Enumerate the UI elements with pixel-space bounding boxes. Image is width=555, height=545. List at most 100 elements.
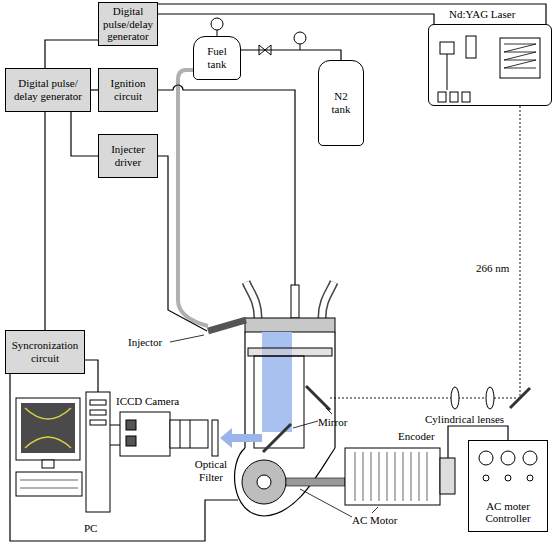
laser-flashlamp (504, 44, 536, 68)
laser-sheet (262, 332, 292, 432)
camera-cable (110, 445, 120, 446)
injector-wire (158, 156, 207, 331)
injector-body (208, 320, 246, 331)
pc-screen (21, 403, 75, 453)
signal-wire (91, 89, 98, 90)
mirror (263, 424, 291, 452)
drive-slot (90, 410, 106, 415)
ac-motor (345, 448, 440, 505)
part-label: Injector (128, 336, 162, 349)
part-label: Optical Filter (188, 458, 234, 483)
intake-port (246, 282, 258, 318)
control-knob (505, 475, 511, 481)
node-text: N2 tank (325, 90, 357, 115)
cylindrical-lens (451, 387, 459, 409)
camera-body (120, 412, 170, 456)
drive-shaft (286, 478, 345, 486)
spark-plug (291, 285, 299, 318)
signal-wire (158, 14, 434, 24)
sync-wire (85, 360, 98, 392)
pc-keyboard (16, 472, 82, 496)
laser-rod (500, 38, 540, 78)
circuit-box: Ignition circuit (98, 68, 158, 112)
fuel-hose (178, 70, 208, 326)
ignition-wire (158, 85, 295, 285)
signal-wire (71, 112, 98, 156)
camera-lens (170, 420, 208, 448)
leader-line (326, 408, 332, 414)
delay-generator: Digital pulse/delay generator (98, 2, 158, 46)
keyboard-keys (20, 480, 78, 481)
node-text: Digital pulse/delay generator (102, 5, 154, 43)
camera-cable (110, 425, 120, 426)
pc-tower (86, 392, 110, 512)
pc-monitor (16, 398, 80, 460)
intake-port (246, 282, 258, 318)
crank-hub (257, 475, 271, 489)
sync-box: Syncronization circuit (5, 330, 85, 374)
leader-line (372, 507, 378, 513)
laser-beam (330, 106, 520, 398)
control-knob (483, 475, 489, 481)
part-label: PC (84, 522, 97, 535)
laser-part (438, 92, 446, 102)
delay-generator: Digital pulse/ delay generator (5, 68, 91, 112)
control-knob (527, 475, 533, 481)
optical-filter (212, 420, 218, 456)
turning-mirror (510, 388, 530, 408)
piston-crown (248, 348, 332, 356)
lens-ring (190, 420, 191, 448)
screen-image (25, 408, 71, 419)
driver-box: Injecter driver (98, 134, 158, 178)
leader-line (293, 421, 318, 428)
laser-part (462, 92, 470, 102)
node-text: Ignition circuit (102, 77, 154, 102)
cylindrical-lens (486, 387, 494, 409)
fuel-tank: Fuel tank (193, 36, 241, 80)
lens-ring (180, 420, 181, 448)
node-text: Syncronization circuit (9, 339, 81, 364)
drive-slot (90, 420, 106, 425)
crank-pulley (242, 460, 286, 504)
laser-part (450, 92, 458, 102)
encoder-wire (448, 426, 508, 458)
control-dial (479, 451, 493, 465)
part-label: Cylindrical lenses (425, 413, 504, 426)
valve-stem (300, 44, 301, 50)
exhaust-port (322, 282, 334, 318)
drive-slot (90, 400, 106, 405)
leader-line (170, 335, 204, 342)
part-label: ICCD Camera (116, 395, 179, 408)
camera-icon (126, 436, 136, 446)
keyboard-keys (20, 488, 78, 489)
part-label: Encoder (398, 430, 435, 443)
imaging-arrow (220, 428, 262, 448)
control-dial (523, 451, 537, 465)
encoder (440, 458, 455, 494)
cylinder-head (245, 318, 335, 332)
laser-unit: Nd:YAG Laser (428, 24, 552, 106)
leader-line (300, 489, 352, 517)
laser-part (466, 36, 476, 58)
gas-tank: N2 tank (318, 60, 364, 146)
motor-controller: AC moter Controller (468, 440, 548, 532)
screen-image (25, 437, 71, 448)
part-label: AC Motor (352, 514, 398, 527)
node-text: Injecter driver (102, 143, 154, 168)
motor-fins (355, 452, 427, 501)
cylinder-wall (244, 332, 245, 448)
laser-part (440, 42, 454, 54)
node-text: AC moter Controller (472, 500, 544, 525)
gas-pipe (241, 50, 341, 60)
node-text: Fuel tank (200, 45, 234, 70)
sync-wire (10, 374, 238, 541)
exhaust-port (322, 282, 334, 318)
pressure-gauge (211, 18, 223, 30)
monitor-stand (42, 460, 54, 468)
node-text: Digital pulse/ delay generator (9, 77, 87, 102)
camera-icon (126, 420, 136, 430)
pressure-regulator (294, 32, 306, 44)
signal-wire (158, 4, 546, 24)
node-heading: Nd:YAG Laser (449, 8, 515, 21)
